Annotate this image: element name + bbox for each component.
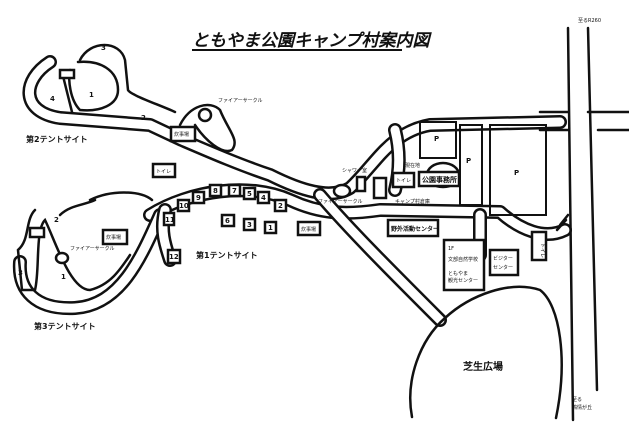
kitchen-label: 炊事場 (106, 234, 121, 241)
svg-text:9: 9 (196, 194, 201, 202)
tent-site-1: 2 4 5 7 8 9 10 11 12 6 3 1 第1テントサイト (162, 183, 288, 265)
tourism-center-label: ともやま (448, 270, 468, 277)
parking-label: P (466, 157, 471, 165)
visitor-center-building (488, 248, 520, 277)
site2-plot: 1 (89, 91, 94, 99)
kitchen-building-site1 (296, 220, 322, 237)
toilet-building (151, 162, 177, 179)
toilet-label: トイレ (396, 178, 411, 184)
site1-plot: 5 (242, 186, 257, 201)
park-office-label: 公園事務所 (422, 175, 457, 184)
kitchen-label: 炊事場 (301, 226, 316, 233)
direction-south: 至る (572, 397, 582, 403)
site1-plot: 10 (176, 198, 191, 213)
lawn-boundary (409, 285, 563, 420)
site3-hut (28, 226, 46, 239)
nature-school-building (442, 238, 486, 292)
direction-south: 鶏情が丘 (572, 404, 592, 411)
fire-area-north (178, 103, 236, 153)
visitor-center-label: センター (493, 264, 513, 271)
site2-plot: 2 (141, 114, 146, 122)
site1-plot: 6 (220, 213, 236, 228)
site3-plot: 2 (54, 216, 59, 224)
fire-circle-icon (332, 183, 352, 199)
current-location-label: 現在地 (405, 162, 420, 169)
stairs-icon (555, 213, 570, 232)
tent-site-2: 3 1 2 4 第2テントサイト (26, 43, 177, 144)
site3-plot: 3 (18, 269, 23, 277)
svg-text:5: 5 (247, 190, 252, 198)
site2-hut (58, 68, 76, 80)
camp-storage-building (372, 176, 388, 200)
toilet-building (530, 230, 548, 262)
parking-label: P (434, 135, 439, 143)
parking-label: P (514, 169, 519, 177)
toilet-label: トイレ (539, 243, 545, 258)
site2-label: 第2テントサイト (26, 134, 88, 144)
fire-circle-label: ファイアーサークル (70, 246, 114, 252)
svg-text:12: 12 (169, 253, 179, 261)
visitor-center-label: ビジター (493, 255, 513, 262)
nature-school-floor: 1F (448, 246, 454, 252)
toilet-building (391, 171, 416, 189)
svg-text:11: 11 (165, 216, 175, 224)
parking-lot (459, 124, 483, 206)
outdoor-center-label: 野外活動センター (391, 225, 439, 233)
kitchen-building-site3 (101, 228, 129, 246)
lawn-label: 芝生広場 (463, 360, 503, 373)
site1-label: 第1テントサイト (196, 250, 258, 260)
site2-plot: 3 (101, 44, 106, 52)
tourism-center-label: 観光センター (448, 277, 478, 284)
svg-text:3: 3 (247, 221, 252, 229)
svg-text:7: 7 (232, 187, 237, 195)
outdoor-center-building (386, 218, 440, 238)
map-title: ともやま公園キャンプ村案内図 (192, 31, 432, 51)
site1-plot: 8 (208, 183, 223, 198)
kitchen-building (169, 125, 197, 143)
direction-r260: 至るR260 (578, 18, 601, 24)
svg-text:8: 8 (213, 187, 218, 195)
toilet-label: トイレ (156, 169, 171, 175)
kitchen-label: 炊事場 (174, 131, 189, 138)
site2-plot: 4 (50, 95, 55, 103)
site1-plot: 4 (256, 190, 271, 205)
site3-label: 第3テントサイト (34, 321, 96, 331)
parking-lot (419, 121, 457, 159)
svg-text:1: 1 (268, 224, 273, 232)
shower-label: シャワー室 (342, 167, 367, 174)
site1-plot: 7 (227, 183, 242, 198)
nature-school-label: 文部自然学校 (448, 256, 478, 263)
fire-circle-label: ファイアーサークル (218, 98, 262, 104)
fire-circle-label: ファイアーサークル (318, 199, 362, 205)
tent-site-3: ファイアーサークル 炊事場 2 1 3 第3テントサイト (16, 191, 154, 331)
svg-text:4: 4 (261, 194, 266, 202)
site1-plot: 3 (242, 217, 257, 232)
site1-plot: 1 (263, 220, 278, 235)
site1-plot: 2 (273, 198, 288, 213)
site1-plot: 11 (162, 211, 176, 227)
fire-circle-icon (54, 251, 70, 265)
site3-plot: 1 (61, 273, 66, 281)
site1-plot: 12 (166, 248, 182, 265)
roads (12, 26, 629, 422)
parking-lot (489, 124, 547, 216)
site1-plot: 9 (191, 190, 206, 205)
fire-circle-icon (197, 107, 213, 123)
svg-text:6: 6 (225, 217, 230, 225)
svg-text:2: 2 (278, 202, 283, 210)
camp-storage-label: キャンプ村倉庫 (395, 198, 430, 205)
svg-text:10: 10 (179, 202, 189, 210)
shower-building (355, 175, 367, 193)
